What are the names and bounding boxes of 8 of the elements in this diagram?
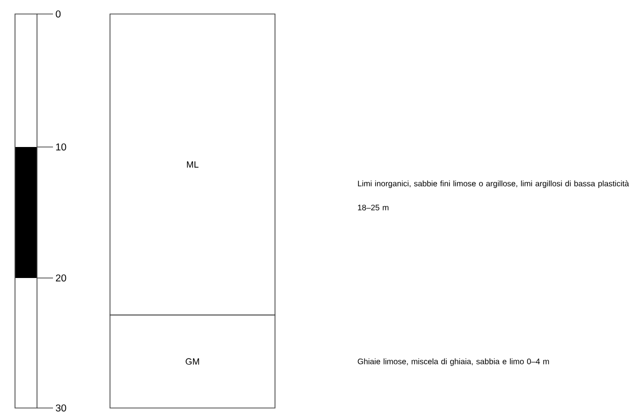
scale-label: 10 — [56, 143, 66, 151]
layer-description: Ghiaie limose, miscela di ghiaia, sabbia e limo 0–4 m — [358, 358, 549, 366]
scale-label: 0 — [56, 10, 61, 18]
layer-description: Limi inorganici, sabbie fini limose o argillose, limi argillosi di bassa plasticità 18–25 m — [358, 180, 629, 210]
scale-label: 20 — [56, 274, 66, 282]
layer-box: GM — [110, 314, 276, 408]
scale-label: 30 — [56, 404, 66, 412]
layer-box: ML — [110, 14, 276, 316]
